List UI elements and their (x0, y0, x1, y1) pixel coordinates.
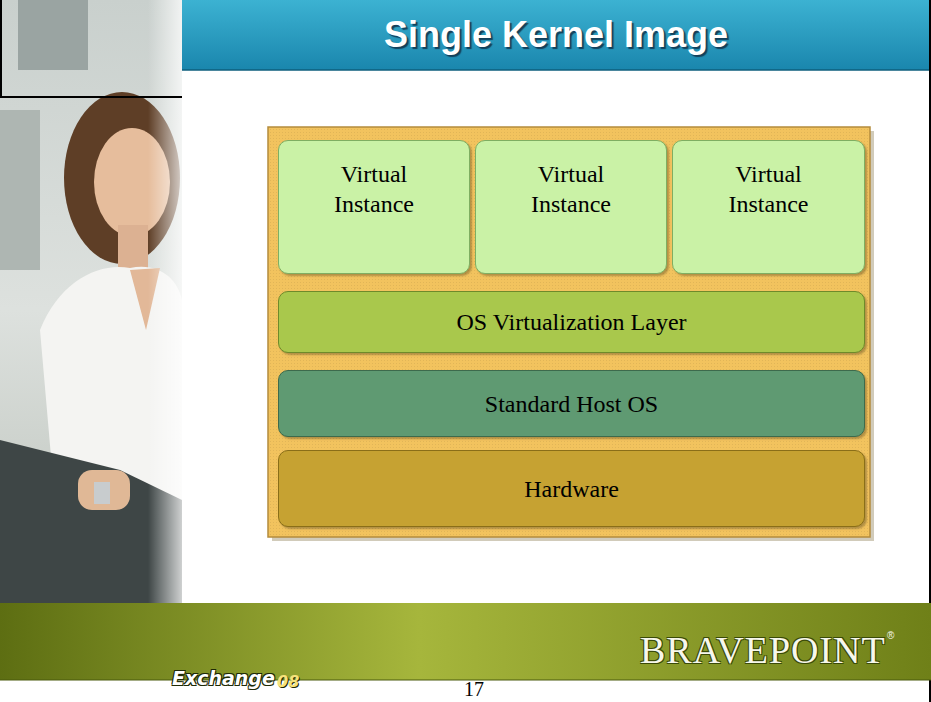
diagram-frame (268, 127, 870, 537)
logo-text: Exchange (172, 667, 275, 689)
company-logo: BRAVEPOINT (640, 628, 886, 672)
slide-title: Single Kernel Image (384, 14, 728, 56)
photo-ground (0, 0, 182, 620)
node-label: Virtual Instance (309, 159, 439, 219)
node-label: Virtual Instance (704, 159, 834, 219)
title-rule (182, 69, 931, 71)
host-os-box: Standard Host OS (278, 370, 865, 437)
virtual-instance-box: Virtual Instance (475, 140, 667, 274)
node-label: Standard Host OS (485, 389, 658, 419)
photo-watch (94, 482, 110, 504)
slide-border (929, 0, 931, 702)
photo-monitor (18, 0, 88, 70)
frame-texture (268, 127, 870, 537)
slide-border (0, 96, 182, 98)
slide-border (0, 0, 2, 98)
registered-mark: ® (887, 630, 894, 641)
page-number: 17 (464, 678, 484, 701)
title-bar (182, 0, 931, 70)
virtual-instance-box: Virtual Instance (672, 140, 865, 274)
node-label: Hardware (524, 474, 619, 504)
virtualization-layer-box: OS Virtualization Layer (278, 291, 865, 353)
photo-highlight (148, 0, 182, 620)
logo-version: 08 (277, 672, 299, 691)
virtual-instance-box: Virtual Instance (278, 140, 470, 274)
hardware-box: Hardware (278, 450, 865, 527)
footer-band (0, 603, 931, 680)
node-label: Virtual Instance (506, 159, 636, 219)
node-label: OS Virtualization Layer (456, 307, 686, 337)
photo-hand (78, 470, 130, 510)
photo-shelf (0, 110, 40, 270)
frame-shadow (272, 131, 874, 541)
